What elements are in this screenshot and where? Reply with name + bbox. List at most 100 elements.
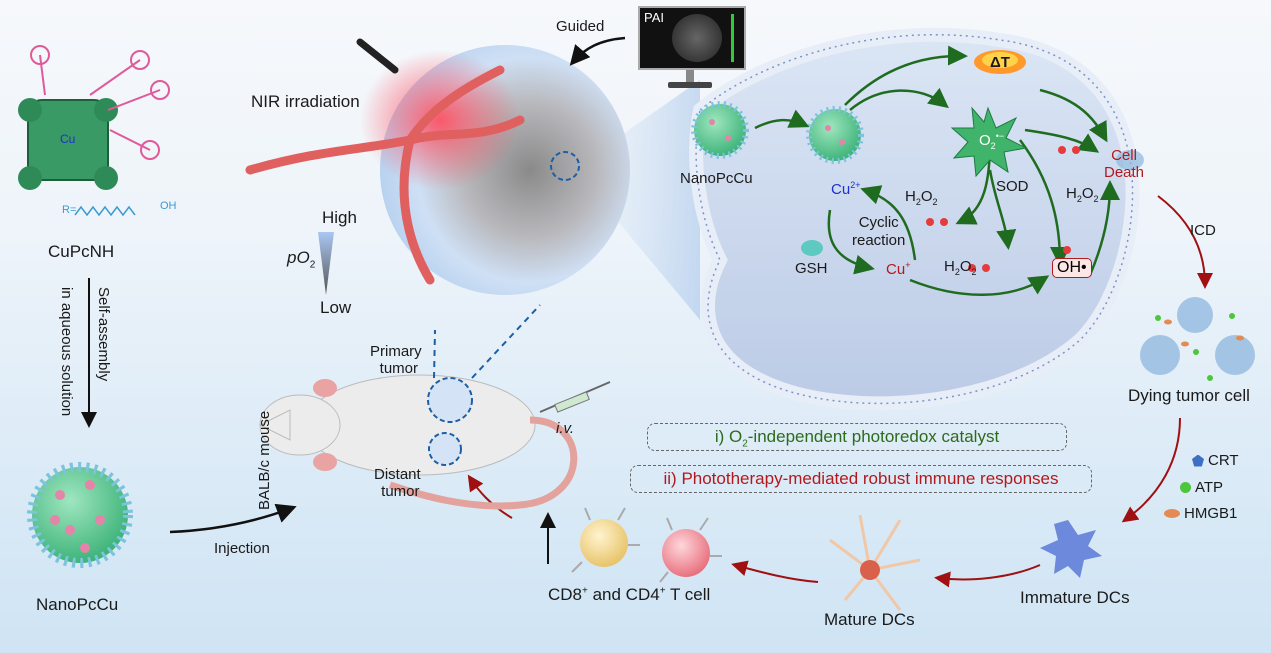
h2o2-sub1: 2 — [954, 267, 960, 277]
o2-text: O — [979, 132, 991, 149]
distant-tumor-line2: tumor — [381, 483, 420, 500]
cu1-label: Cu+ — [886, 260, 910, 278]
o2-subscript: 2 — [990, 141, 996, 151]
cyclic-line2: reaction — [852, 232, 906, 249]
cd4-text: and CD4 — [587, 585, 660, 604]
self-assembly-solution-label: in aqueous solution — [58, 287, 75, 417]
cu2-text: Cu — [831, 181, 851, 198]
hydroxyl-radical-label: OH• — [1052, 258, 1092, 278]
legend-label-hmgb1: HMGB1 — [1184, 505, 1238, 522]
cell-death-line1: Cell — [1111, 147, 1137, 164]
legend-item-atp: ATP — [1180, 479, 1223, 496]
cu1-text: Cu — [886, 261, 906, 278]
primary-tumor-label: Primary tumor — [370, 343, 422, 377]
cell-vesicle — [689, 27, 1140, 411]
syringe-icon — [539, 381, 611, 413]
tcell-activation-arrow — [731, 560, 819, 583]
cu-atom-label: Cu — [60, 132, 76, 146]
monitor-base — [668, 82, 712, 88]
cd8-sup: + — [582, 585, 588, 597]
cd4-sup: + — [659, 585, 666, 597]
h2o2-sub1: 2 — [1076, 194, 1082, 204]
dc-recruit-arrow — [1121, 417, 1181, 523]
t-cell-text: T cell — [665, 585, 711, 604]
iv-route-label: i.v. — [556, 420, 575, 437]
legend-label-crt: CRT — [1208, 452, 1239, 469]
cyclic-reaction-label: Cyclic reaction — [852, 214, 905, 250]
vesicle-nanopccu-label: NanoPcCu — [680, 170, 753, 187]
gsh-icon — [801, 240, 823, 256]
distant-tumor-label: Distant tumor — [374, 466, 421, 500]
hmgb1-ellipse-icon — [1164, 509, 1180, 518]
primary-tumor-line2: tumor — [379, 360, 418, 377]
o2-superscript: •− — [995, 131, 1005, 141]
nanopccu-label: NanoPcCu — [36, 595, 119, 614]
h2o2-label-bottom: H2O2 — [944, 258, 977, 277]
t-cell-label: CD8+ and CD4+ T cell — [548, 585, 710, 605]
molecule-name: CuPcNH — [48, 242, 115, 261]
pai-image — [672, 14, 722, 62]
h2o2-o: O — [920, 188, 933, 205]
highlight-box-immune: ii) Phototherapy-mediated robust immune … — [630, 465, 1092, 493]
nanoparticle-vesicle-inside — [806, 106, 864, 164]
h2o2-sub1: 2 — [915, 197, 921, 207]
pai-scale-bar — [731, 14, 734, 62]
highlight1-suffix: -independent photoredox catalyst — [747, 427, 1000, 446]
monitor-stand — [686, 68, 694, 82]
dead-cell-icon — [1116, 150, 1144, 170]
icd-label: ICD — [1190, 222, 1216, 239]
tumor-illustration — [245, 38, 630, 295]
reaction-arrows — [754, 45, 1120, 296]
po2-gradient-wedge — [318, 232, 334, 295]
primary-tumor-line1: Primary — [370, 343, 422, 360]
crt-pentagon-icon — [1192, 454, 1204, 467]
highlight-box-photoredox: i) O2-independent photoredox catalyst — [647, 423, 1067, 451]
h2o2-h: H — [905, 188, 916, 205]
mature-dc-icon — [829, 514, 921, 611]
cell-death-line2: Death — [1104, 164, 1145, 181]
cd8-t-cell — [580, 519, 628, 567]
nir-irradiation-label: NIR irradiation — [251, 92, 360, 111]
atp-circle-icon — [1180, 482, 1191, 493]
po2-text: pO — [287, 248, 310, 267]
legend-label-atp: ATP — [1195, 479, 1224, 496]
r-group-terminal: OH — [160, 200, 177, 212]
po2-label: pO2 — [287, 248, 315, 270]
cyclic-line1: Cyclic — [858, 214, 899, 231]
po2-low-label: Low — [320, 298, 352, 317]
delta-t-label: ΔT — [990, 54, 1010, 71]
h2o2-label-top: H2O2 — [905, 188, 938, 207]
pai-monitor: PAI — [638, 6, 746, 70]
dc-maturation-arrow — [934, 564, 1041, 588]
guided-label: Guided — [556, 18, 605, 35]
h2o2-icons — [926, 146, 1080, 272]
cupcnh-molecule — [18, 45, 170, 217]
dying-tumor-cells — [1140, 297, 1255, 381]
h2o2-h: H — [1066, 185, 1077, 202]
superoxide-star — [950, 106, 1028, 178]
injection-label: Injection — [214, 540, 270, 557]
icd-arrow — [1157, 195, 1213, 289]
mouse-illustration — [258, 304, 578, 510]
legend-item-hmgb1: HMGB1 — [1164, 505, 1237, 522]
h2o2-o: O — [959, 258, 972, 275]
r-group-label: R= — [62, 204, 77, 216]
h2o2-label-right: H2O2 — [1066, 185, 1099, 204]
distant-tumor-arrow — [467, 474, 513, 519]
h2o2-o: O — [1081, 185, 1094, 202]
superoxide-label: O2•− — [979, 131, 1004, 151]
po2-subscript: 2 — [309, 259, 316, 271]
cell-death-label: Cell Death — [1104, 147, 1144, 181]
immature-dc-label: Immature DCs — [1020, 588, 1130, 607]
legend-item-crt: CRT — [1192, 452, 1239, 469]
mature-dc-label: Mature DCs — [824, 610, 915, 629]
h2o2-sub2: 2 — [971, 267, 977, 277]
guided-arrow — [569, 36, 626, 66]
dying-tumor-cell-label: Dying tumor cell — [1128, 386, 1250, 405]
highlight1-sub: 2 — [742, 438, 748, 450]
h2o2-h: H — [944, 258, 955, 275]
monitor-label: PAI — [644, 10, 664, 25]
highlight1-prefix: i) O — [714, 427, 743, 446]
immature-dc-icon — [1040, 520, 1102, 578]
